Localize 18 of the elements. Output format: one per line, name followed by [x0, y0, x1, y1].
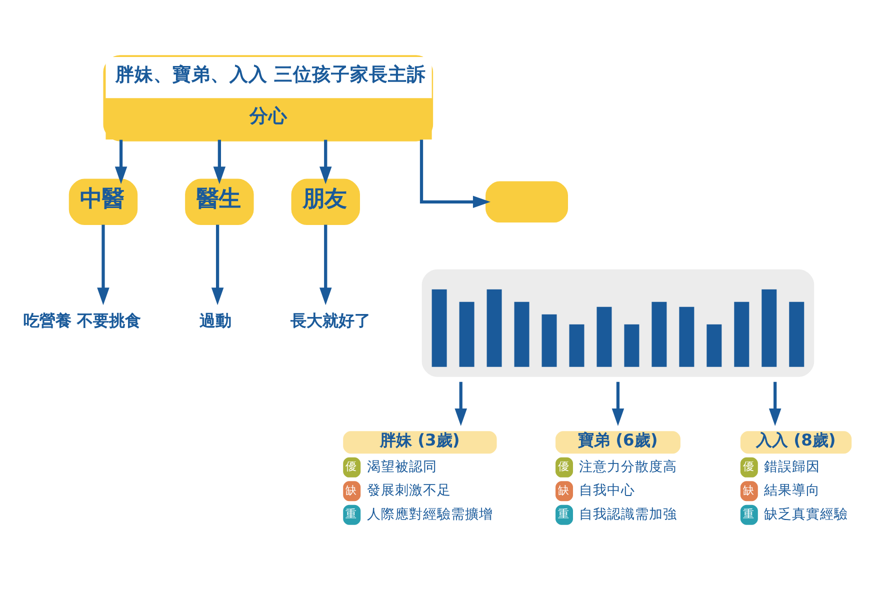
- arrow: [211, 224, 224, 305]
- node-box: 中醫: [68, 178, 138, 225]
- node-text: 長大就好了: [290, 310, 371, 330]
- arrow: [768, 381, 782, 426]
- arrow: [612, 381, 624, 426]
- arrow: [213, 139, 226, 184]
- node-text: 吃營養 不要挑食: [23, 310, 141, 330]
- arrow: [420, 139, 490, 208]
- arrow: [319, 139, 332, 184]
- node-box: 醫生: [185, 178, 254, 225]
- arrow: [454, 381, 467, 426]
- arrow: [114, 139, 128, 184]
- node-box: 朋友: [291, 178, 360, 225]
- arrow: [97, 224, 110, 305]
- node-box: [486, 180, 568, 222]
- node-picture: [422, 268, 814, 376]
- arrow: [319, 224, 332, 305]
- node-text: 過動: [199, 310, 232, 330]
